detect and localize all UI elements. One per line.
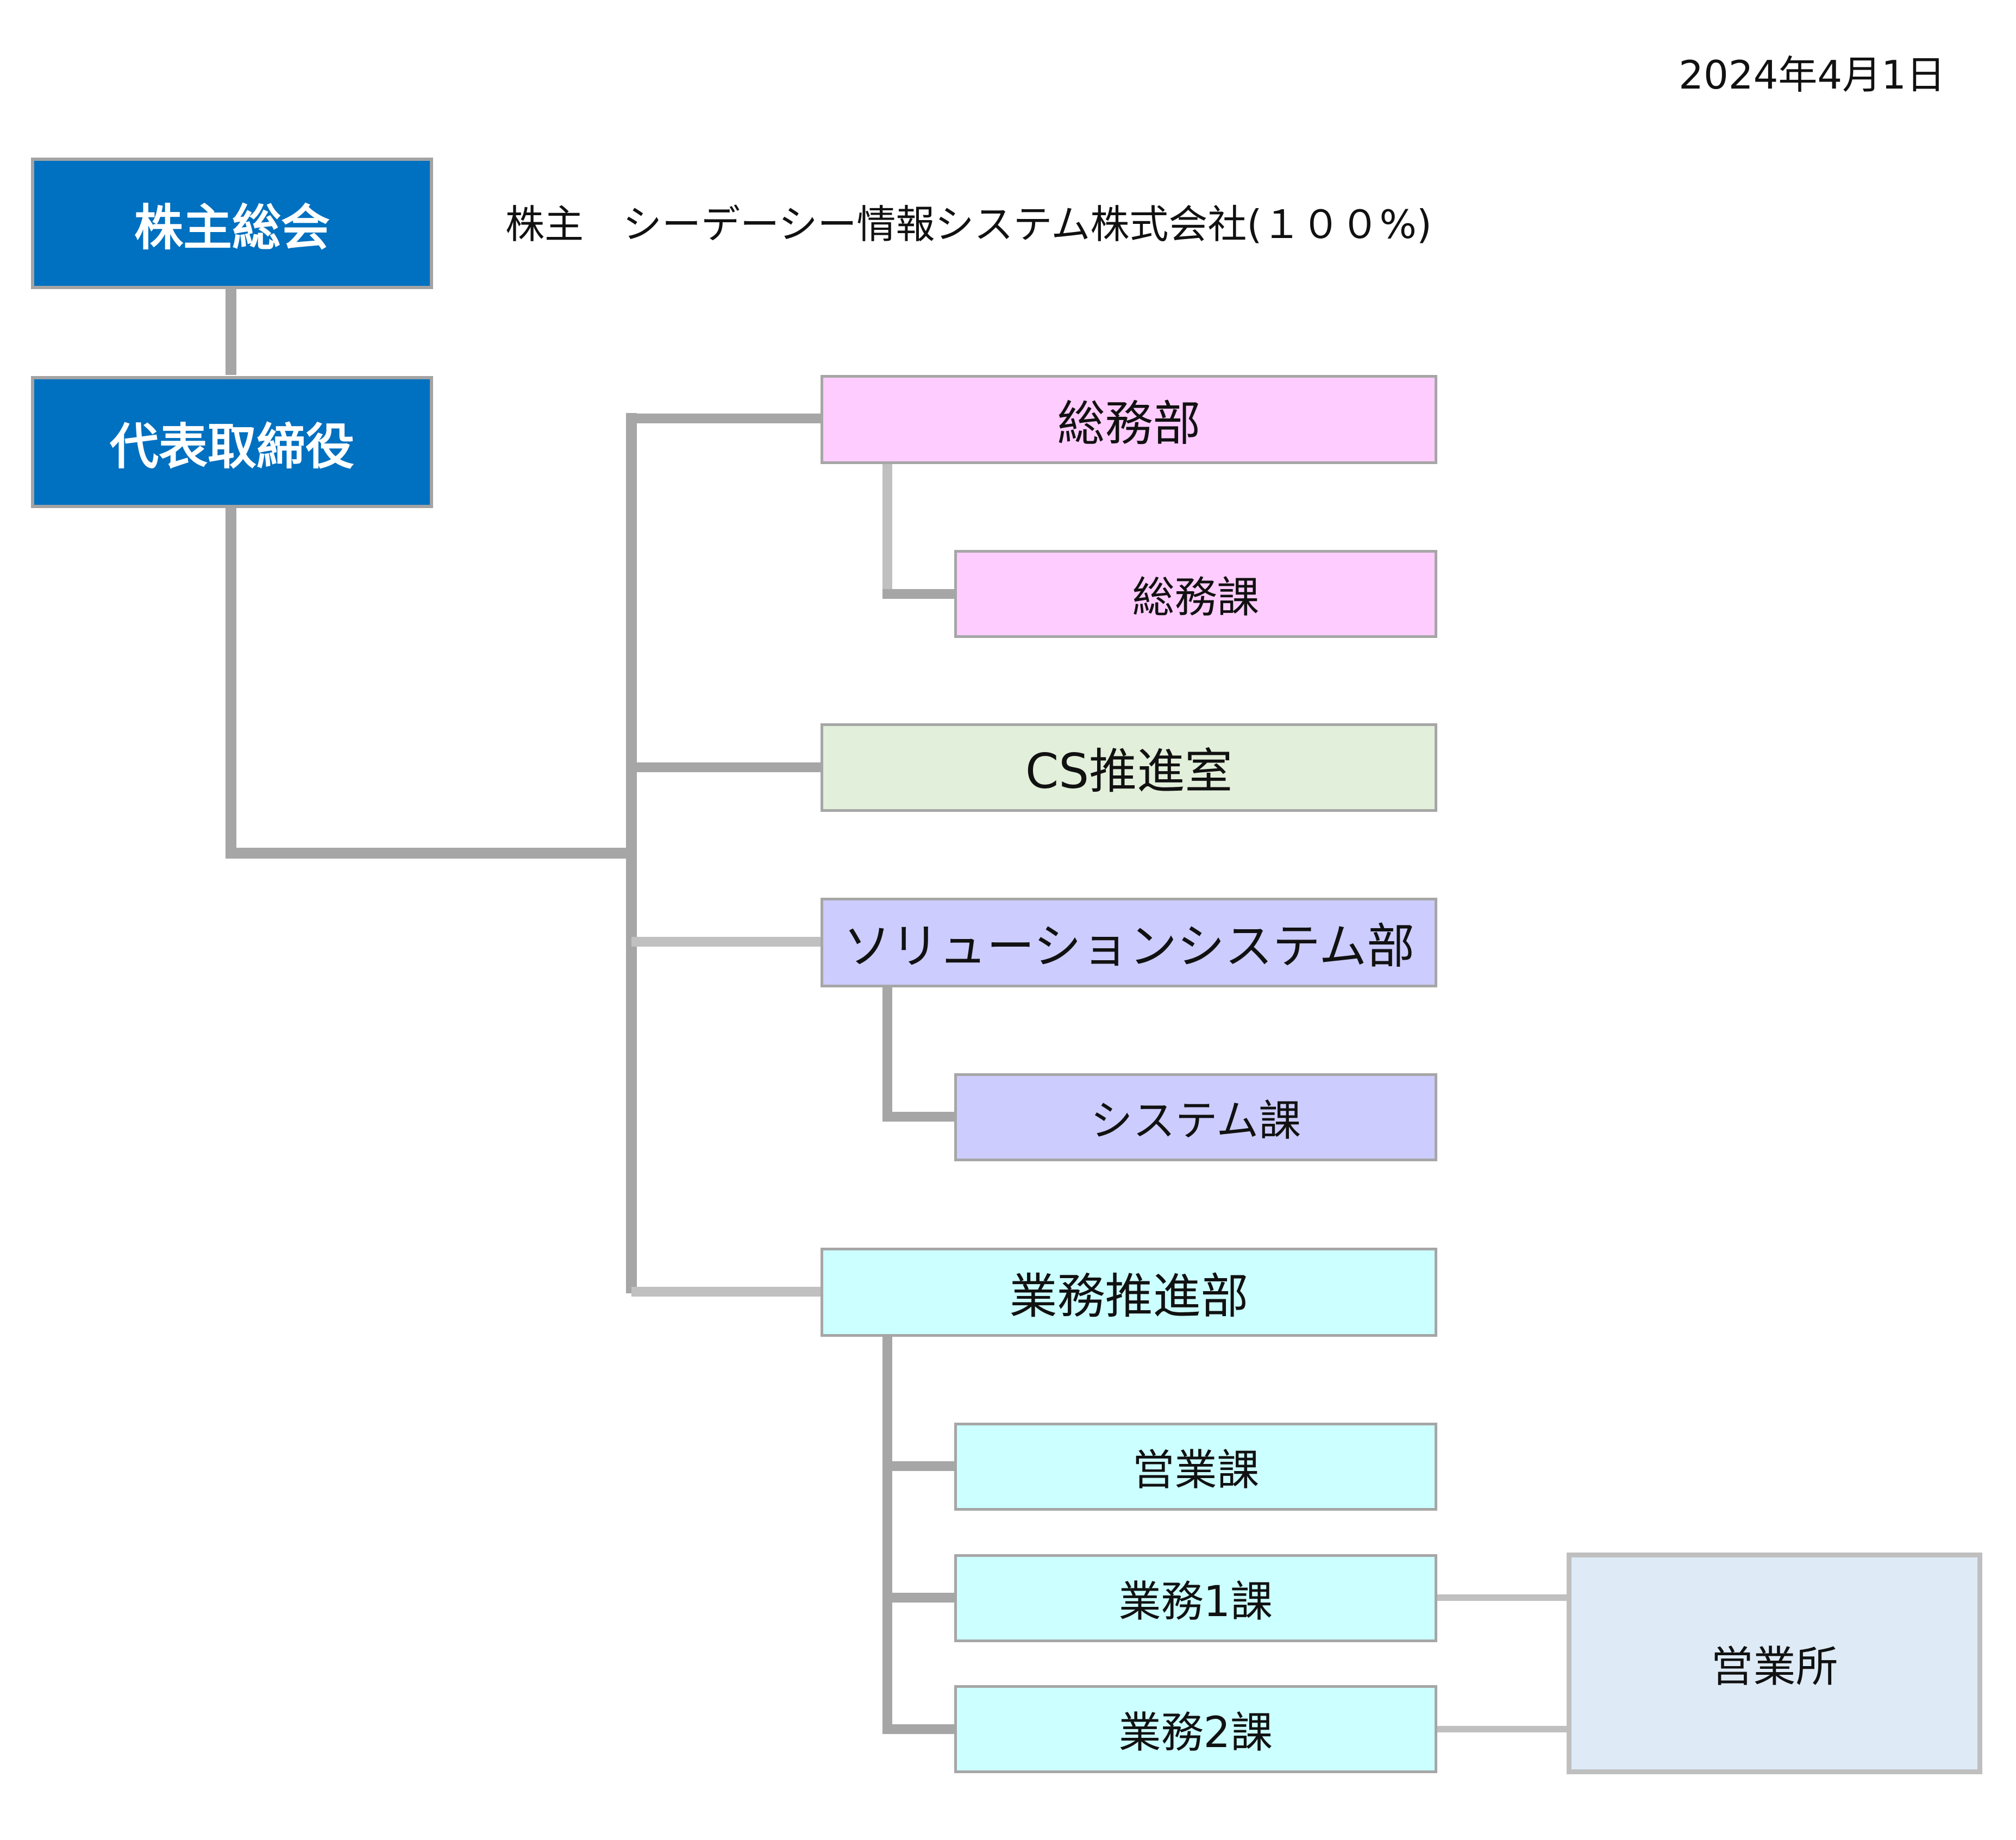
sales-office-label: 営業所 <box>1711 1643 1838 1692</box>
business-dept-box: 業務推進部 <box>821 1248 1437 1337</box>
business-dept-label: 業務推進部 <box>1009 1268 1249 1324</box>
sales-section-label: 営業課 <box>1132 1446 1260 1495</box>
connector-business-sections <box>882 1337 955 1734</box>
sales-section-box: 営業課 <box>954 1423 1437 1511</box>
business-section-1-box: 業務1課 <box>954 1554 1437 1642</box>
solution-dept-box: ソリューションシステム部 <box>821 898 1437 987</box>
general-affairs-dept-label: 総務部 <box>1057 395 1201 452</box>
ceo-box: 代表取締役 <box>31 376 433 508</box>
org-chart-date: 2024年4月1日 <box>1679 52 1945 98</box>
general-affairs-dept-box: 総務部 <box>821 375 1437 464</box>
business-section-2-label: 業務2課 <box>1118 1708 1273 1757</box>
business-section-1-label: 業務1課 <box>1118 1578 1273 1626</box>
connector-system-section <box>882 986 955 1122</box>
ceo-label: 代表取締役 <box>110 418 354 475</box>
sales-office-box: 営業所 <box>1567 1553 1982 1774</box>
system-section-box: システム課 <box>954 1073 1437 1161</box>
general-meeting-box: 株主総会 <box>31 158 433 289</box>
system-section-label: システム課 <box>1090 1097 1301 1146</box>
solution-dept-label: ソリューションシステム部 <box>843 918 1415 974</box>
business-section-2-box: 業務2課 <box>954 1685 1437 1773</box>
connector-ceo-trunk <box>226 508 633 859</box>
general-affairs-section-label: 総務課 <box>1132 573 1260 622</box>
general-meeting-label: 株主総会 <box>134 199 330 256</box>
general-affairs-section-box: 総務課 <box>954 550 1437 638</box>
cs-office-label: CS推進室 <box>1025 743 1233 799</box>
cs-office-box: CS推進室 <box>821 723 1437 812</box>
shareholder-note: 株主 シーデーシー情報システム株式会社(１００%) <box>505 202 1432 247</box>
